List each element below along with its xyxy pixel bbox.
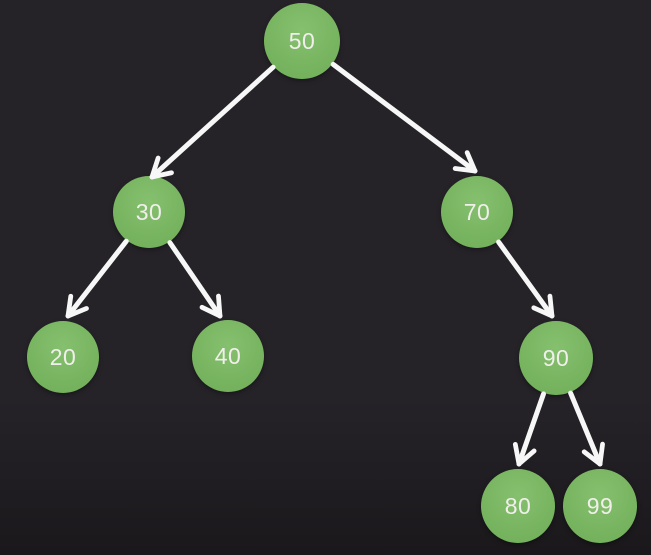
tree-edge-50-30 (149, 64, 276, 180)
tree-edge-50-70 (330, 61, 478, 174)
tree-edge-30-40 (167, 240, 223, 319)
tree-node-80: 80 (481, 469, 555, 543)
tree-node-50: 50 (264, 3, 340, 79)
tree-node-20: 20 (27, 321, 99, 393)
tree-edge-90-80 (512, 391, 546, 467)
tree-edge-90-99 (568, 390, 605, 467)
tree-node-40: 40 (192, 320, 264, 392)
tree-node-99: 99 (563, 469, 637, 543)
tree-node-30: 30 (113, 176, 185, 248)
tree-node-70: 70 (441, 176, 513, 248)
tree-edge-30-20 (65, 238, 129, 319)
tree-edge-70-90 (496, 239, 555, 319)
tree-node-90: 90 (519, 321, 593, 395)
